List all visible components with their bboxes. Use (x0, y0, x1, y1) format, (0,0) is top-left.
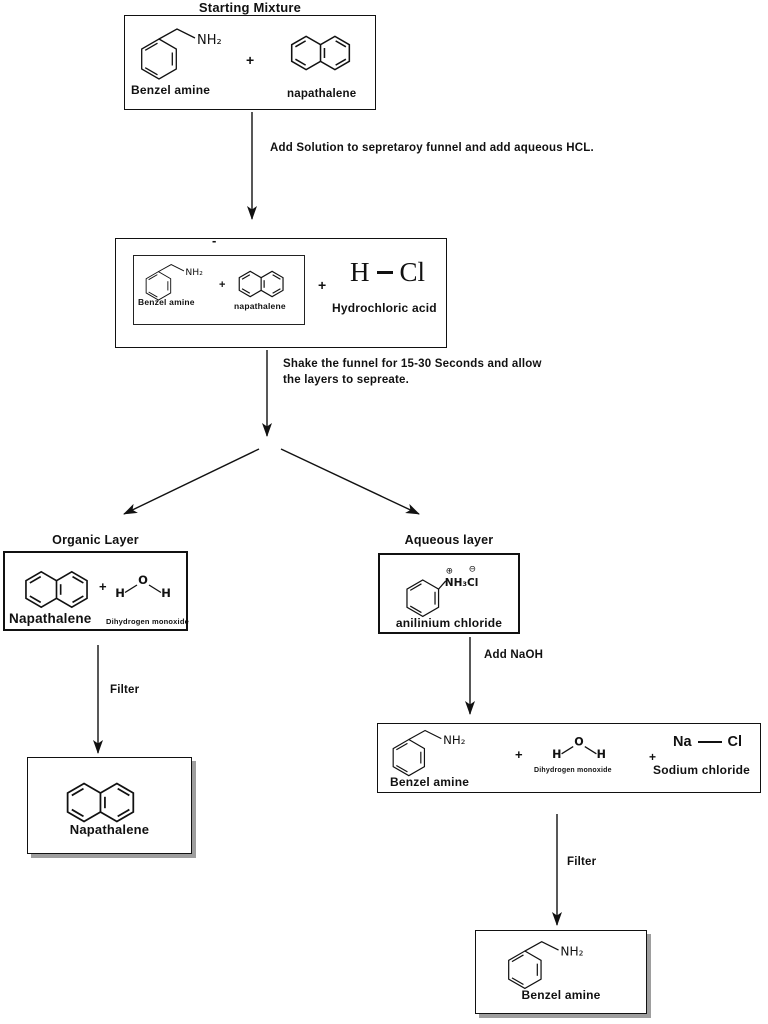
plus-charge-icon: ⊕ (446, 566, 453, 576)
benzylamine-label: Benzel amine (390, 775, 470, 789)
nacl-formula: Na Cl (673, 734, 742, 750)
neutralized-mixture-box (377, 723, 761, 793)
page-title: Starting Mixture (198, 0, 302, 15)
benzylamine-structure: NH₂ (508, 940, 584, 990)
step-shake-line1: Shake the funnel for 15-30 Seconds and a… (283, 358, 542, 370)
naphthalene-result-box (27, 757, 192, 854)
plus-sign: + (515, 747, 523, 762)
hcl-cl: Cl (399, 257, 426, 287)
anilinium-structure: NH₃Cl ⊕ ⊖ (406, 564, 479, 618)
step-add-hcl: Add Solution to sepretaroy funnel and ad… (270, 142, 594, 154)
water-h: H (597, 748, 606, 761)
naphthalene-structure (290, 35, 351, 71)
minus-charge-icon: ⊖ (469, 564, 476, 574)
step-shake: Shake the funnel for 15-30 Seconds and a… (283, 357, 542, 388)
water-h: H (115, 586, 125, 600)
plus-sign: + (219, 279, 226, 291)
add-naoh-label: Add NaOH (484, 649, 544, 661)
water-o: O (574, 736, 583, 749)
aqueous-layer-box (378, 553, 520, 634)
inner-mixture-box (133, 255, 305, 325)
nacl-na: Na (673, 734, 692, 750)
plus-sign: + (246, 52, 255, 68)
starting-mixture-box (124, 15, 376, 110)
naphthalene-structure (25, 570, 88, 609)
nacl-bond (697, 741, 722, 743)
hcl-h: H (350, 257, 370, 287)
filter-right-label: Filter (567, 856, 597, 868)
benzylamine-label: Benzel amine (131, 83, 211, 97)
water-h: H (161, 586, 171, 600)
naphthalene-structure (66, 782, 135, 823)
naphthalene-label: napathalene (287, 88, 357, 100)
water-o: O (138, 573, 148, 587)
nh2-formula: NH₂ (185, 267, 203, 278)
hcl-label: Hydrochloric acid (332, 301, 437, 315)
benzylamine-structure: NH₂ (141, 28, 222, 80)
naphthalene-label: Napathalene (9, 611, 92, 626)
nacl-cl: Cl (727, 734, 743, 750)
plus-sign: + (99, 579, 107, 594)
organic-layer-box (3, 551, 188, 631)
naphthalene-label: napathalene (234, 301, 286, 311)
plus-sign: + (318, 277, 327, 293)
naphthalene-structure (238, 270, 284, 298)
nh2-formula: NH₂ (560, 945, 583, 959)
anilinium-formula: NH₃Cl (445, 577, 479, 589)
water-structure: O H H (115, 573, 171, 600)
nacl-label: Sodium chloride (653, 763, 751, 777)
water-h: H (552, 748, 561, 761)
nh2-formula: NH₂ (197, 33, 222, 48)
water-structure: O H H (552, 736, 606, 762)
naphthalene-label: Napathalene (69, 822, 150, 837)
benzylamine-label: Benzel amine (521, 988, 601, 1002)
water-label: Dihydrogen monoxide (534, 767, 612, 774)
step-shake-line2: the layers to sepreate. (283, 373, 410, 386)
aqueous-layer-title: Aqueous layer (404, 533, 494, 547)
plus-sign: + (649, 750, 657, 764)
benzylamine-structure: NH₂ (392, 729, 465, 777)
benzylamine-structure: NH₂ (145, 264, 203, 301)
hcl-bond (376, 271, 393, 274)
anilinium-label: anilinium chloride (395, 616, 503, 630)
nh2-formula: NH₂ (443, 733, 465, 747)
benzylamine-label: Benzel amine (138, 297, 195, 307)
minus-mark: - (212, 233, 217, 248)
filter-left-label: Filter (110, 684, 140, 696)
water-label: Dihydrogen monoxide (106, 617, 189, 626)
hcl-formula: H Cl (350, 257, 425, 288)
arrow-split-left (123, 448, 260, 515)
organic-layer-title: Organic Layer (52, 533, 139, 547)
benzylamine-result-box (475, 930, 647, 1014)
arrow-split-right (280, 448, 420, 515)
